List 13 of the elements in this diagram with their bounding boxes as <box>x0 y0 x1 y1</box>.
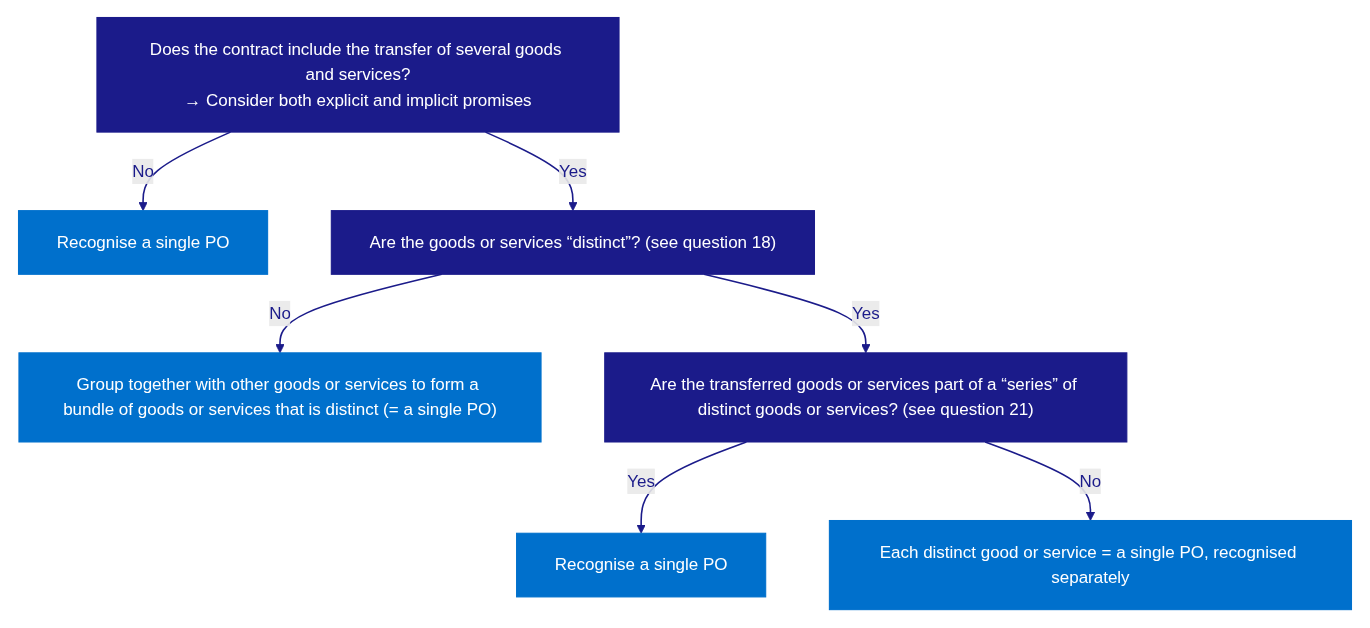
node-box: Each distinct good or service = a single PO, recognised separately <box>828 520 1353 611</box>
edge-label: Yes <box>627 472 655 491</box>
node-box: Recognise a single PO <box>516 533 767 598</box>
edge-label: No <box>269 304 291 323</box>
node-box: Are the goods or services “distinct”? (see question 18) <box>330 210 815 276</box>
node-box: Does the contract include the transfer of several goods and services? → Consider both explicit and implicit promises <box>96 17 620 134</box>
node-box: Are the transferred goods or services part of a “series” of distinct goods or services? (see question 21) <box>604 352 1128 443</box>
edge-label: Yes <box>559 162 587 181</box>
edge-label: Yes <box>851 304 880 323</box>
node-box: Group together with other goods or services to form a bundle of goods or services that is distinct (= a single PO) <box>18 352 542 443</box>
node-box: Recognise a single PO <box>17 210 269 276</box>
edge-label: No <box>132 162 154 181</box>
edge-label: No <box>1079 472 1102 491</box>
